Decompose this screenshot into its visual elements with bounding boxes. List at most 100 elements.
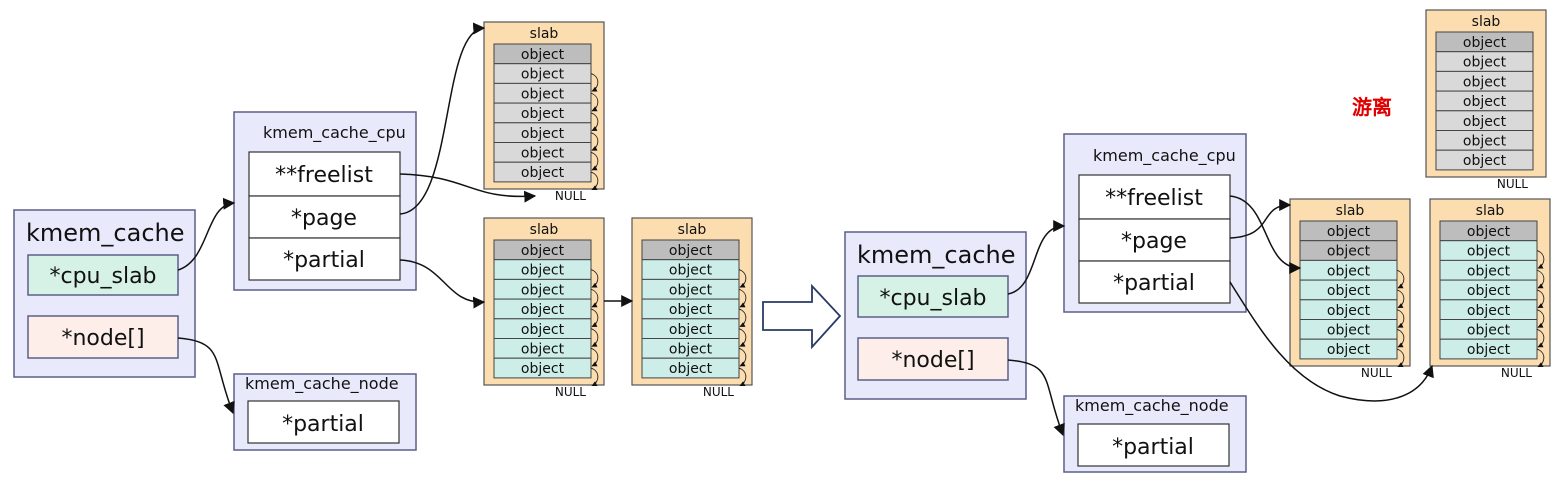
object-label: object [669, 302, 713, 318]
freelist-chain-arrow [1536, 309, 1545, 328]
left-kmem-cache-node: kmem_cache_node *partial [233, 373, 417, 451]
freelist-chain-arrow [590, 112, 599, 132]
object-label: object [1467, 323, 1511, 339]
left-cpu-slab-arrow [177, 197, 236, 271]
right-kmem-cache-node: kmem_cache_node *partial [1063, 395, 1247, 473]
freelist-chain-arrow [590, 308, 599, 328]
null-label: NULL [1497, 177, 1528, 191]
object-label: object [1463, 74, 1507, 90]
object-label: object [1467, 263, 1511, 279]
right-kmem-cache: kmem_cache *cpu_slab *node[] [844, 231, 1027, 400]
object-label: object [669, 282, 713, 298]
right-freelist-field [1078, 174, 1231, 220]
object-label: object [521, 126, 565, 142]
freelist-chain-arrow [1396, 328, 1405, 348]
left-page-field [248, 195, 401, 239]
right-slab-partial: slabobjectobjectobjectobjectobjectobject… [1429, 198, 1551, 380]
freelist-chain-arrow [590, 73, 599, 92]
left-freelist-arrow [399, 173, 537, 203]
slab-title: slab [1472, 14, 1501, 30]
freelist-chain-arrow [590, 328, 599, 347]
right-kmem-cache-title: kmem_cache [857, 241, 1016, 269]
left-node-label: *node[] [61, 326, 144, 351]
freelist-chain-arrow [590, 367, 599, 387]
slab-title: slab [678, 222, 707, 238]
object-label: object [521, 106, 565, 122]
left-node-arrow [177, 337, 235, 415]
freelist-chain-arrow [590, 92, 599, 112]
object-label: object [1463, 55, 1507, 71]
object-label: object [1327, 244, 1371, 260]
freelist-chain-arrow [1536, 250, 1545, 269]
right-cpu-title: kmem_cache_cpu [1093, 146, 1236, 166]
freelist-chain-arrow [1396, 269, 1405, 289]
freelist-chain-arrow [1396, 348, 1405, 368]
right-node-arrow [1007, 359, 1065, 437]
null-label: NULL [703, 385, 734, 399]
right-kmem-cache-cpu: kmem_cache_cpu **freelist *page *partial [1063, 133, 1247, 313]
object-label: object [1463, 134, 1507, 150]
left-cpu-title: kmem_cache_cpu [263, 123, 406, 143]
left-partial-field [248, 237, 401, 281]
right-partial-label: *partial [1113, 271, 1195, 296]
right-cpu-slab-arrow [1007, 220, 1066, 295]
freelist-chain-arrow [1396, 309, 1405, 328]
right-cpu-slab-label: *cpu_slab [879, 286, 986, 311]
right-partial-field [1078, 260, 1231, 304]
object-label: object [521, 86, 565, 102]
freelist-chain-arrow [1536, 289, 1545, 309]
object-label: object [1467, 224, 1511, 240]
object-label: object [1467, 244, 1511, 260]
right-slab-detached: slab object object object object object object… [1425, 9, 1547, 191]
left-cpu-slab-field [27, 254, 179, 296]
freelist-chain-arrow [590, 347, 599, 367]
freelist-chain-arrow [1536, 269, 1545, 289]
object-label: object [521, 165, 565, 181]
freelist-chain-arrow [738, 328, 747, 347]
object-label: object [521, 322, 565, 338]
left-partial-label: *partial [283, 248, 365, 273]
object-label: object [1327, 283, 1371, 299]
object-label: object [669, 342, 713, 358]
object-label: object [1467, 342, 1511, 358]
object-label: object [521, 146, 565, 162]
freelist-chain-arrow [590, 171, 599, 191]
right-freelist-label: **freelist [1105, 186, 1203, 211]
slab-title: slab [530, 26, 559, 42]
right-node-partial-label: *partial [1112, 435, 1194, 460]
right-page-label: *page [1121, 229, 1187, 254]
left-slab-partial-2: slabobjectobjectobjectobjectobjectobject… [631, 217, 753, 399]
freelist-chain-arrow [738, 308, 747, 328]
freelist-chain-arrow [590, 288, 599, 308]
freelist-chain-arrow [590, 151, 599, 171]
object-label: object [1327, 342, 1371, 358]
object-label: object [669, 243, 713, 259]
object-cell [1435, 149, 1534, 171]
right-node-field [857, 337, 1009, 381]
detached-label: 游离 [1352, 95, 1392, 119]
left-node-partial-label: *partial [282, 412, 364, 437]
freelist-chain-arrow [738, 288, 747, 308]
object-label: object [1463, 35, 1507, 51]
left-cpu-slab-label: *cpu_slab [49, 264, 156, 289]
slab-title: slab [530, 222, 559, 238]
left-node-title: kmem_cache_node [245, 374, 399, 394]
right-cpu-slab-field [857, 275, 1009, 318]
left-page-label: *page [291, 206, 357, 231]
object-label: object [1463, 153, 1507, 169]
object-label: object [521, 243, 565, 259]
object-label: object [669, 263, 713, 279]
right-page-field [1078, 218, 1231, 262]
object-label: object [521, 342, 565, 358]
object-label: object [1463, 94, 1507, 110]
object-label: object [521, 47, 565, 63]
left-node-field [27, 315, 179, 359]
left-kmem-cache-title: kmem_cache [26, 219, 185, 247]
right-node-partial-field [1077, 423, 1230, 467]
freelist-chain-arrow [590, 132, 599, 151]
right-partial-arrow [1229, 281, 1434, 402]
slab-title: slab [1476, 203, 1505, 219]
freelist-chain-arrow [1396, 289, 1405, 309]
right-freelist-arrow [1229, 195, 1302, 274]
